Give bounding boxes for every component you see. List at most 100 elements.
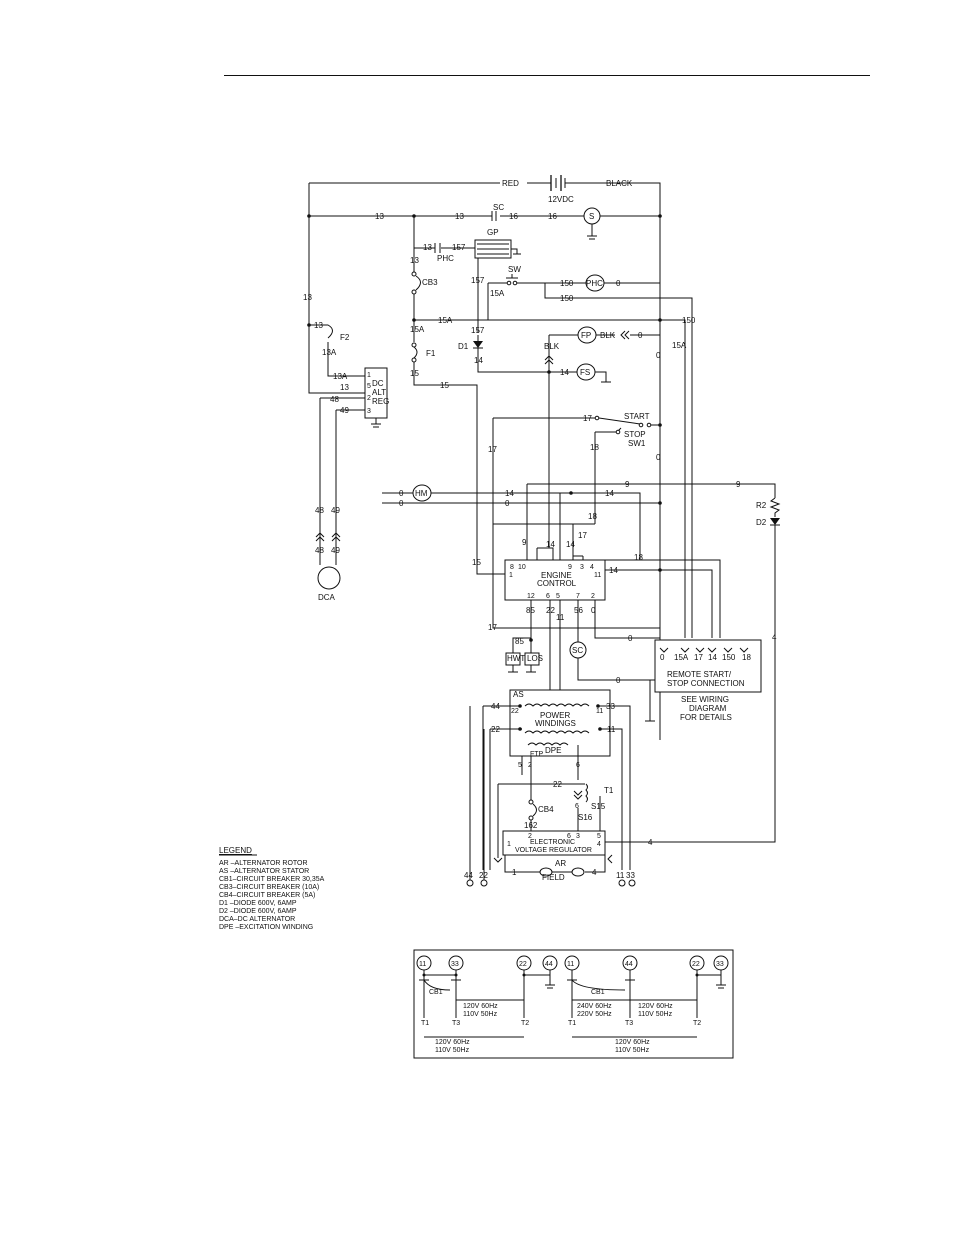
ar-label: AR: [555, 859, 566, 868]
w15-f1: 15: [410, 369, 419, 378]
alternator-stator: AS 22 11 POWER WINDINGS DPE 44 33 22 11 …: [482, 689, 631, 870]
phc-device-label: PHC: [586, 279, 603, 288]
pin-2: 2: [591, 593, 595, 600]
inset-l-cb: CB1: [429, 989, 443, 996]
inset-l-33: 33: [451, 961, 459, 968]
w14-ec: 14: [546, 540, 555, 549]
inset-r-t3: T3: [625, 1020, 633, 1027]
legend-item-1: AS –ALTERNATOR STATOR: [219, 868, 309, 875]
w22-t1: 22: [553, 780, 562, 789]
pin-8: 8: [510, 564, 514, 571]
battery-circuit: RED BLACK 12VDC: [308, 175, 661, 740]
legend-item-2: CB1–CIRCUIT BREAKER 30,35A: [219, 876, 325, 883]
w14-fs: 14: [560, 368, 569, 377]
pin-10: 10: [518, 564, 526, 571]
w1-field: 1: [512, 868, 517, 877]
cb4-t1-circuit: 22 T1 6 S15 S16 CB4 162: [498, 780, 614, 831]
w9-ec: 9: [522, 538, 527, 547]
battery-symbol: [527, 175, 590, 191]
as-11: 11: [596, 708, 603, 715]
svg-text:1: 1: [367, 372, 371, 379]
phc-switch-circuit: SW 15A 150 PHC 0 150 150: [487, 265, 696, 638]
start-stop-switch: 17 17 START STOP SW1 18 18: [488, 412, 662, 638]
remote-start-block: 0 15A 17 14 150 18 REMOTE START/ STOP CO…: [654, 639, 762, 722]
r2-label: R2: [756, 501, 767, 510]
inset-r-a1: 240V 60Hz: [577, 1003, 612, 1010]
evr-1: ELECTRONIC: [530, 839, 575, 846]
pin-9: 9: [568, 564, 572, 571]
starter-s-label: S: [589, 212, 594, 221]
inset-r-33: 33: [716, 961, 724, 968]
w15-c: 15: [472, 558, 481, 567]
inset-r-b1: 120V 60Hz: [638, 1003, 673, 1010]
remote-t15a: 15A: [674, 653, 689, 662]
vr-4: 4: [597, 841, 601, 848]
sc-solenoid-label: SC: [572, 646, 583, 655]
term-44: 44: [464, 871, 473, 880]
w4-b: 4: [648, 838, 653, 847]
w4-field: 4: [592, 868, 597, 877]
power-windings-1: POWER: [540, 711, 570, 720]
w157-b: 157: [471, 326, 485, 335]
w13-phc: 13: [423, 243, 432, 252]
w14-ec2: 14: [566, 540, 575, 549]
black-label: BLACK: [606, 179, 633, 188]
see-wiring-3: FOR DETAILS: [680, 713, 732, 722]
w4-a: 4: [772, 633, 777, 642]
pin-4: 4: [590, 564, 594, 571]
w157-a: 157: [471, 276, 485, 285]
f2-label: F2: [340, 333, 350, 342]
pin-5: 5: [556, 593, 560, 600]
inset-left: 11 33 22 44 CB1 120V 60Hz 110V 50Hz T1 T…: [416, 955, 558, 1054]
wire-13-main: 13 13 16 16 SC S 13: [303, 203, 662, 302]
inset-r-44: 44: [625, 961, 633, 968]
inset-r-t2: T2: [693, 1020, 701, 1027]
s16-label: S16: [578, 813, 593, 822]
inset-r-bottom1: 120V 60Hz: [615, 1039, 650, 1046]
engine-control: 14 14 17 8 10 9 3 4 1 11 ENGINE CONTROL …: [493, 493, 721, 638]
field-label: FIELD: [542, 873, 565, 882]
w17-a: 17: [488, 445, 497, 454]
vr-3: 3: [576, 833, 580, 840]
dpe-5: 5: [518, 762, 522, 769]
inset-r-22: 22: [692, 961, 700, 968]
engine-control-1: ENGINE: [541, 571, 572, 580]
w0-ec2: 0: [628, 634, 633, 643]
blk-fp: BLK: [600, 331, 616, 340]
remote-t17: 17: [694, 653, 703, 662]
dc-alt-reg-1: DC: [372, 379, 384, 388]
header-rule: [224, 75, 870, 76]
vr-5: 5: [597, 833, 601, 840]
w48-b: 48: [315, 546, 324, 555]
inset-r-bottom2: 110V 50Hz: [615, 1047, 650, 1054]
w16-b: 16: [548, 212, 557, 221]
w49-reg: 49: [340, 406, 349, 415]
los-label: LOS: [527, 654, 543, 663]
w13-b: 13: [455, 212, 464, 221]
vr-1: 1: [507, 841, 511, 848]
legend-item-7: DCA–DC ALTERNATOR: [219, 916, 295, 923]
inset-l-t3: T3: [452, 1020, 460, 1027]
stop-label: STOP: [624, 430, 646, 439]
w150-c: 150: [682, 316, 696, 325]
w18-b: 18: [588, 512, 597, 521]
svg-text:3: 3: [367, 408, 371, 415]
w14-hm: 14: [505, 489, 514, 498]
w15a-b: 15A: [672, 341, 687, 350]
see-wiring-1: SEE WIRING: [681, 695, 729, 704]
hm-label: HM: [415, 489, 428, 498]
w0-vert-a: 0: [656, 351, 661, 360]
phc-label: PHC: [437, 254, 454, 263]
inset-l-22: 22: [519, 961, 527, 968]
pin-3: 3: [580, 564, 584, 571]
w0-hm3: 0: [505, 499, 510, 508]
dpe-2: 2: [528, 762, 532, 769]
wire-15a: 15A 15A: [412, 316, 687, 638]
fuel-pump-circuit: BLK FP BLK 0 14 FS 0 0: [477, 326, 661, 548]
red-label: RED: [502, 179, 519, 188]
pin-7: 7: [576, 593, 580, 600]
w150-a: 150: [560, 279, 574, 288]
term-11: 11: [616, 871, 625, 880]
w48-a: 48: [315, 506, 324, 515]
